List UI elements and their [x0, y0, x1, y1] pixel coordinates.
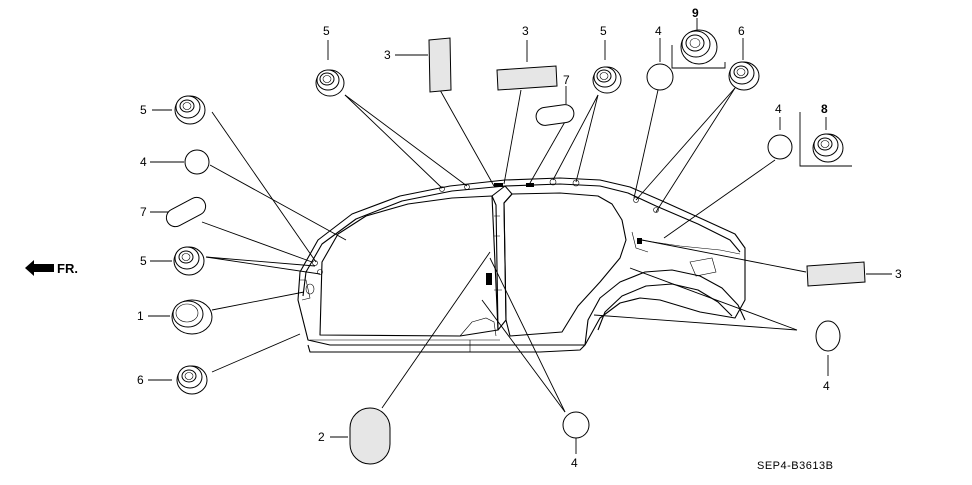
- diagram-reference-code: SEP4-B3613B: [757, 460, 833, 472]
- grommet-1: [171, 299, 213, 335]
- callout-7-left: 7: [140, 205, 147, 219]
- leader-lines: [148, 18, 892, 454]
- front-direction-arrow: FR.: [25, 260, 78, 276]
- callout-3-right: 3: [895, 267, 902, 281]
- plug-4-right-lower: [815, 320, 841, 352]
- callout-4-top: 4: [655, 24, 662, 38]
- grommet-5-left-top: [174, 95, 206, 125]
- pad-3-wide: [496, 65, 558, 91]
- plug-4-top: [646, 63, 674, 91]
- callout-4-left: 4: [140, 155, 147, 169]
- pad-3-right: [806, 261, 866, 287]
- plug-7-left: [165, 196, 207, 228]
- callout-5-top-center: 5: [600, 24, 607, 38]
- grommet-9: [680, 29, 718, 65]
- callout-5-top-left: 5: [323, 24, 330, 38]
- plug-4-right-upper: [767, 134, 793, 160]
- callout-5-left-top: 5: [140, 103, 147, 117]
- pad-3-tall: [428, 37, 452, 93]
- plug-4-bottom: [562, 411, 590, 439]
- callout-5-left-mid: 5: [140, 254, 147, 268]
- grommet-5-left-mid: [173, 246, 205, 276]
- body-side-outline: [297, 177, 746, 353]
- grommet-5-top-center: [592, 66, 622, 94]
- callout-6-top: 6: [738, 24, 745, 38]
- pad-2: [349, 407, 391, 465]
- callout-1: 1: [137, 309, 144, 323]
- callout-4-bottom: 4: [571, 456, 578, 470]
- callout-2: 2: [318, 430, 325, 444]
- callout-8: 8: [821, 102, 828, 116]
- grommet-6-top: [728, 61, 760, 91]
- grommet-8: [812, 133, 844, 163]
- callout-3-wide-pad: 3: [522, 24, 529, 38]
- grommet-5-top-left: [315, 69, 345, 97]
- callout-7-top: 7: [563, 73, 570, 87]
- plug-7-top: [535, 104, 575, 126]
- grommet-6-left: [176, 365, 208, 395]
- front-direction-label: FR.: [57, 261, 78, 276]
- plug-4-left: [184, 149, 210, 175]
- callout-4-right-upper: 4: [775, 102, 782, 116]
- callout-3-tall-pad: 3: [384, 48, 391, 62]
- callout-4-right-lower: 4: [823, 379, 830, 393]
- callout-6-left: 6: [137, 373, 144, 387]
- callout-9: 9: [692, 6, 699, 20]
- callout-labels: 5 3 3 5 4 9 6 7 4 8 5 4 7 5 1 6 3 4 2 4: [137, 6, 902, 470]
